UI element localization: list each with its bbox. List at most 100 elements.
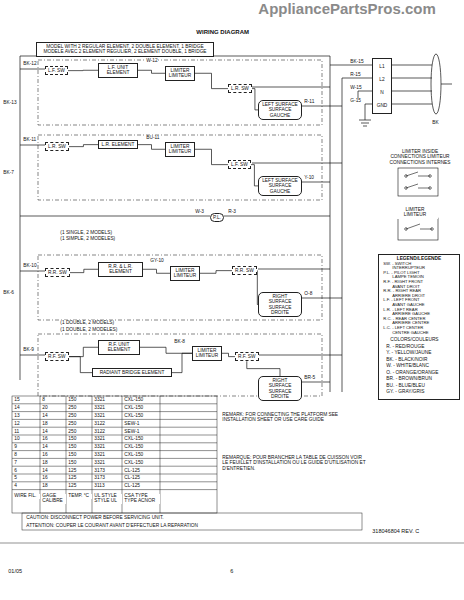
table-cell: 3321 [94,397,105,402]
table-cell: 125 [68,475,77,480]
color-code: Y. - YELLOW/JAUNE [386,350,432,355]
wire-connector [251,165,258,186]
element-box: MODEL WITH 2 REGULAR ELEMENT, 2 DOUBLE E… [36,42,214,57]
indicator-box: RIGHT SURFACE SURFACE DROITE [258,292,302,317]
element-box: L.R. ELEMENT [98,140,138,149]
caution-note: ATTENTION: COUPER LE COURANT AVANT D'EFF… [26,523,198,528]
wire-table [12,396,217,513]
table-cell: 150 [68,452,77,457]
node-text: L.R. SW [231,86,249,91]
wire-connector [195,149,228,164]
table-cell: 13 [14,413,20,418]
wire-connector [69,347,98,356]
table-cell: 6 [14,468,17,473]
table-cell: 18 [42,421,48,426]
model-note: (1 SINGLE, 2 MODELS) [60,230,112,235]
node-text: LIMITER INSIDE CONNECTIONS LIMITEUR CONN… [388,149,452,165]
table-cell: CXL-150 [124,405,144,410]
wire-code: BK-9 [23,347,34,352]
table-cell: 3113 [94,483,105,488]
bus-wire [258,355,342,356]
ground-symbol [363,126,367,127]
wire-connector [138,145,165,150]
element-box: RADIANT BRIDGE ELEMENT [92,368,172,377]
node-text: L.R. SW [48,144,66,149]
section-frame [38,255,322,320]
table-cell: 250 [68,405,77,410]
limiter-symbol [429,187,432,190]
wire-code: BK-13 [3,100,17,105]
remark-note: REMARQUE: POUR BRANCHER LA TABLE DE CUIS… [222,455,368,471]
node-text: R.F. SW [48,354,66,359]
page-number: 01/05 [8,568,22,574]
wire-connector [143,269,170,273]
table-cell: 18 [42,460,48,465]
color-code: BK. - BLACK/NOIR [386,357,428,362]
node-text: RIGHT SURFACE SURFACE DROITE [261,294,299,315]
table-cell: 3122 [94,429,105,434]
wire-code: O-8 [304,291,313,296]
indicator-box: LEFT SURFACE SURFACE GAUCHE [258,100,302,120]
node-text: R.F. UNIT ELEMENT [101,342,137,353]
table-cell: 9 [14,444,17,449]
table-cell: CL-125 [124,468,140,473]
table-cell: CXL-150 [124,413,144,418]
wire-connector [69,357,92,373]
limiter-symbol [406,224,432,229]
diagram-title: WIRING DIAGRAM [196,29,249,36]
switch-box: R.R. SW [45,268,70,277]
table-cell: 250 [68,429,77,434]
terminal-name: GND [375,99,389,112]
wire-code: BR-5 [304,375,316,380]
bus-wire [330,65,372,66]
node-text: RADIANT BRIDGE ELEMENT [95,370,169,375]
limiter-symbol [405,228,408,231]
page-number: 6 [230,568,234,574]
element-box: R.F. UNIT ELEMENT [98,340,140,355]
table-cell: 125 [68,483,77,488]
table-cell: CXL-150 [124,460,144,465]
supply-cord [441,84,452,85]
wire-code: Y-10 [304,175,314,180]
table-cell: 3173 [94,468,105,473]
watermark: AppliancePartsPros.com [258,1,436,18]
section-frame [38,60,322,396]
wire-code: W-12 [146,58,158,63]
table-cell: CXL-150 [124,397,144,402]
section-frame [38,135,322,200]
wire-code: BK-6 [3,290,14,295]
wire-code: W-15 [350,85,362,90]
table-cell: CXL-150 [124,444,144,449]
wire-code: BK-15 [350,59,364,64]
caution-box [0,543,464,544]
table-cell: 3321 [94,444,105,449]
bus-wire [302,382,330,383]
limiter-symbol [431,228,434,231]
model-note: (1 DOUBLE, 2 MODELS) [60,320,114,325]
color-code: BU. - BLUE/BLEU [386,383,425,388]
node-text: L.F. SW [231,162,248,167]
table-cell: UL STYLE STYLE UL [94,494,122,504]
table-rule [12,489,217,490]
table-cell: WIRE FIL. [14,494,40,499]
node-text: RIGHT SURFACE SURFACE DROITE [261,378,299,399]
node-text: LEFT SURFACE SURFACE GAUCHE [261,102,299,118]
bus-wire [365,104,372,120]
table-cell: 14 [42,468,48,473]
supply-cord [431,54,441,114]
wire-table [40,396,41,513]
table-cell: 4 [14,483,17,488]
table-cell: 150 [68,460,77,465]
bus-wire [20,145,45,146]
wire-code: BK-10 [23,263,37,268]
table-cell: 5 [14,475,17,480]
wire-connector [195,73,228,88]
part-number: 318046804 REV. C [372,528,419,534]
section-frame [38,60,322,125]
table-cell: 15 [14,397,20,402]
switch-box: L.R. SW [45,142,69,151]
supply-cord [392,54,452,114]
switch-box: L.R. SW [228,84,252,93]
caution-box [22,513,362,530]
wire-table [92,396,93,513]
